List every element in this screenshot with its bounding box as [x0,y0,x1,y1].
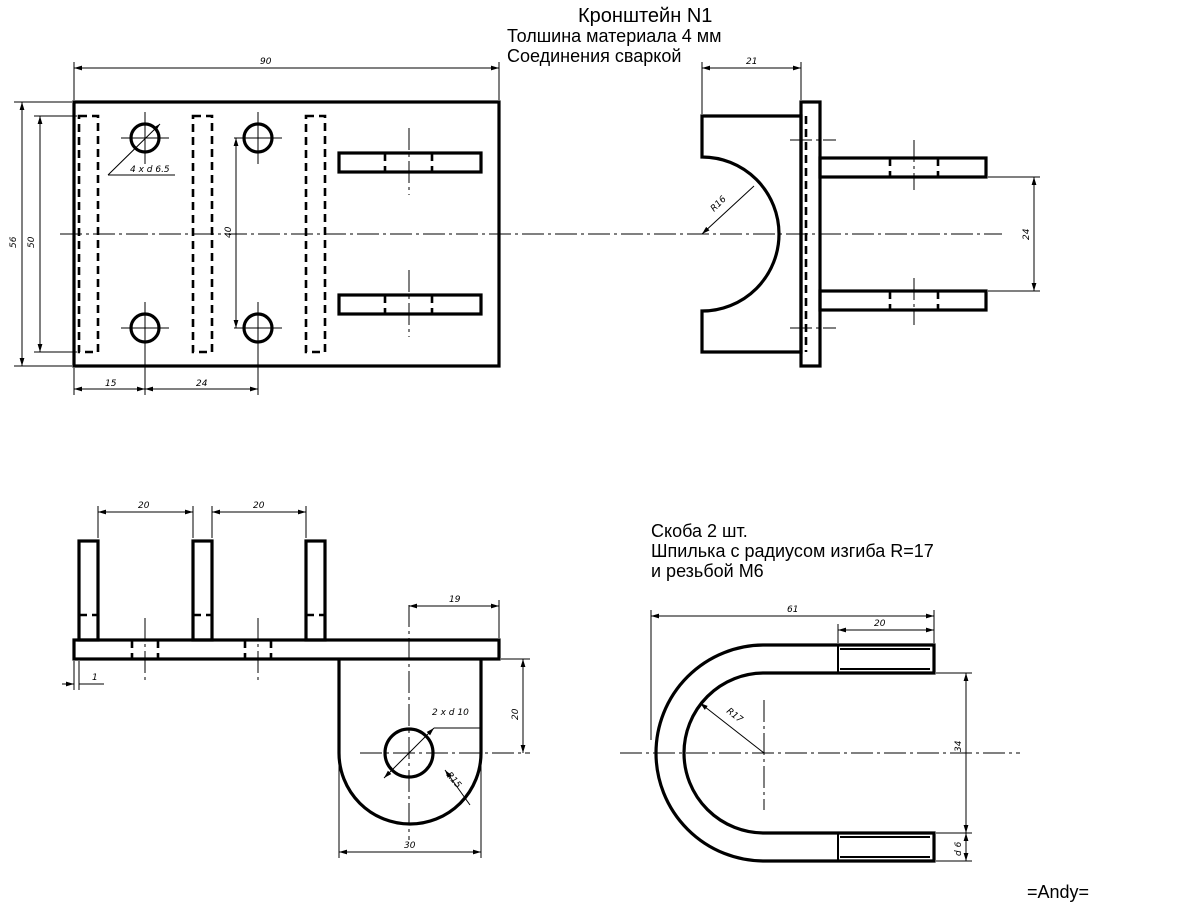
dim-thickness: 1 [92,673,98,683]
dim-inner-height: 50 [27,236,37,248]
upright-left [77,539,100,642]
dim-hole-callout: 4 x d 6.5 [130,165,170,175]
title-block: Кронштейн N1 Толшина материала 4 мм Соед… [507,5,722,66]
dim-outer-height: 56 [9,236,19,248]
slot-bottom [337,293,483,316]
front-view: 20 20 1 19 20 2 x d 10 R15 30 [62,501,530,858]
material-thickness-note: Толшина материала 4 мм [507,26,722,46]
dim-hole-callout: 2 x d 10 [432,708,469,718]
dim-radius: R15 [444,771,463,791]
dim-radius: R16 [709,194,729,214]
dim-gap-left: 20 [138,501,150,511]
dim-gap-right: 20 [253,501,265,511]
dim-lug-height: 20 [511,708,521,720]
joining-note: Соединения сваркой [507,46,681,66]
stud-top [818,156,988,179]
clamp-note-radius: Шпилька с радиусом изгиба R=17 [651,541,934,561]
clamp-note-quantity: Скоба 2 шт. [651,521,748,541]
stud-bottom [818,289,988,312]
flange [799,100,822,368]
dim-lug-width: 30 [404,841,416,851]
dim-hole-offset: 15 [105,379,117,389]
side-plate-outline [700,114,803,354]
base-plate-edge [72,638,501,661]
upright-middle [191,539,214,642]
dim-thread-length: 20 [874,619,886,629]
clamp-note-thread: и резьбой M6 [651,561,764,581]
dim-depth: 21 [746,57,757,67]
dim-lug-offset: 19 [449,595,461,605]
dim-height: 34 [954,740,964,752]
lug-outline [337,659,483,826]
dim-stud-spacing: 24 [1022,228,1032,240]
dim-hole-spacing-vertical: 40 [224,226,234,238]
dim-hole-spacing-horizontal: 24 [196,379,208,389]
dim-bend-radius: R17 [724,706,744,725]
drawing-title: Кронштейн N1 [578,5,712,27]
plan-view: 90 56 50 40 15 24 4 x d 6.5 [9,57,1002,395]
dim-length: 61 [787,605,798,615]
author-signature: =Andy= [1027,882,1089,902]
dim-width: 90 [260,57,272,67]
dim-diameter: d 6 [954,841,964,856]
side-view: 21 R16 24 [700,57,1040,368]
slot-top [337,151,483,174]
clamp-view: Скоба 2 шт. Шпилька с радиусом изгиба R=… [620,521,1020,863]
u-bolt-outline [654,643,936,863]
upright-right [304,539,327,642]
